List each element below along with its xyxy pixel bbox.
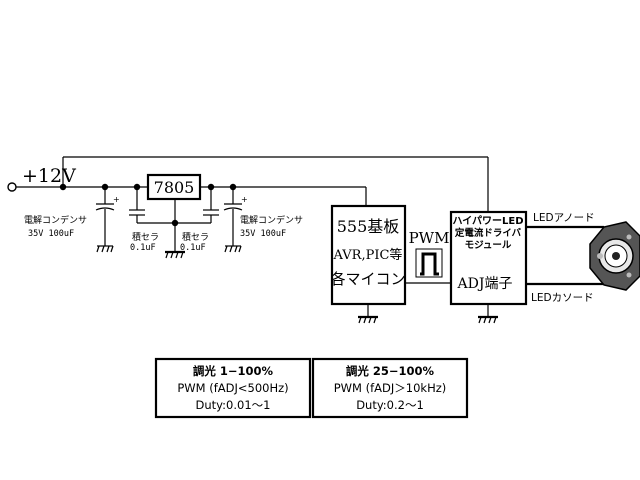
pwm-pulse-icon — [420, 252, 439, 276]
supply-label: +12V — [22, 165, 76, 187]
ceramic-capacitor-right — [203, 187, 219, 223]
note-2-duty: Duty:0.2〜1 — [356, 398, 424, 412]
svg-text:+: + — [113, 195, 120, 204]
note-1-pwm: PWM (fADJ<500Hz) — [177, 381, 288, 395]
ground-symbol — [478, 315, 498, 324]
controller-board — [330, 204, 407, 306]
note-2-pwm: PWM (fADJ＞10kHz) — [334, 381, 447, 395]
electrolytic-left-name: 電解コンデンサ — [24, 214, 87, 226]
ground-symbol — [96, 245, 114, 253]
note-box-low-freq: 調光 1−100% PWM (fADJ<500Hz) Duty:0.01〜1 — [154, 357, 312, 419]
led-driver-module — [449, 210, 528, 306]
electrolytic-right-value: 35V 100uF — [240, 229, 286, 239]
electrolytic-capacitor-right: + — [223, 187, 248, 246]
note-1-duty: Duty:0.01〜1 — [196, 398, 271, 412]
ceramic-left-value: 0.1uF — [130, 243, 156, 253]
driver-line3: モジュール — [465, 240, 512, 251]
note-box-high-freq: 調光 25−100% PWM (fADJ＞10kHz) Duty:0.2〜1 — [311, 357, 469, 419]
ceramic-left-name: 積セラ — [132, 231, 159, 243]
svg-text:+: + — [241, 195, 248, 204]
ground-symbol — [358, 315, 378, 324]
ground-symbol — [165, 246, 185, 259]
ceramic-right-value: 0.1uF — [180, 243, 206, 253]
led-cathode-label: LEDカソード — [531, 292, 594, 304]
driver-adj-terminal: ADJ端子 — [457, 276, 513, 292]
note-2-title: 調光 25−100% — [346, 364, 435, 378]
electrolytic-right-name: 電解コンデンサ — [240, 214, 303, 226]
regulator-label: 7805 — [154, 178, 195, 197]
ceramic-right-name: 積セラ — [182, 231, 209, 243]
controller-line1: 555基板 — [337, 217, 400, 236]
ground-symbol — [224, 245, 242, 253]
regulator-7805 — [146, 173, 202, 201]
ceramic-capacitor-left — [129, 187, 145, 223]
controller-line3: 各マイコン — [330, 270, 405, 288]
electrolytic-left-value: 35V 100uF — [28, 229, 74, 239]
driver-line1: ハイパワーLED — [452, 215, 523, 227]
note-1-title: 調光 1−100% — [193, 364, 274, 378]
pwm-label: PWM — [409, 229, 450, 247]
led-anode-label: LEDアノード — [533, 212, 595, 224]
controller-line2: AVR,PIC等 — [333, 247, 403, 263]
high-power-led-icon — [589, 221, 640, 291]
driver-line2: 定電流ドライバ — [454, 227, 522, 239]
supply-terminal — [7, 182, 17, 192]
main-rail — [16, 156, 489, 212]
electrolytic-capacitor-left: + — [95, 187, 120, 246]
